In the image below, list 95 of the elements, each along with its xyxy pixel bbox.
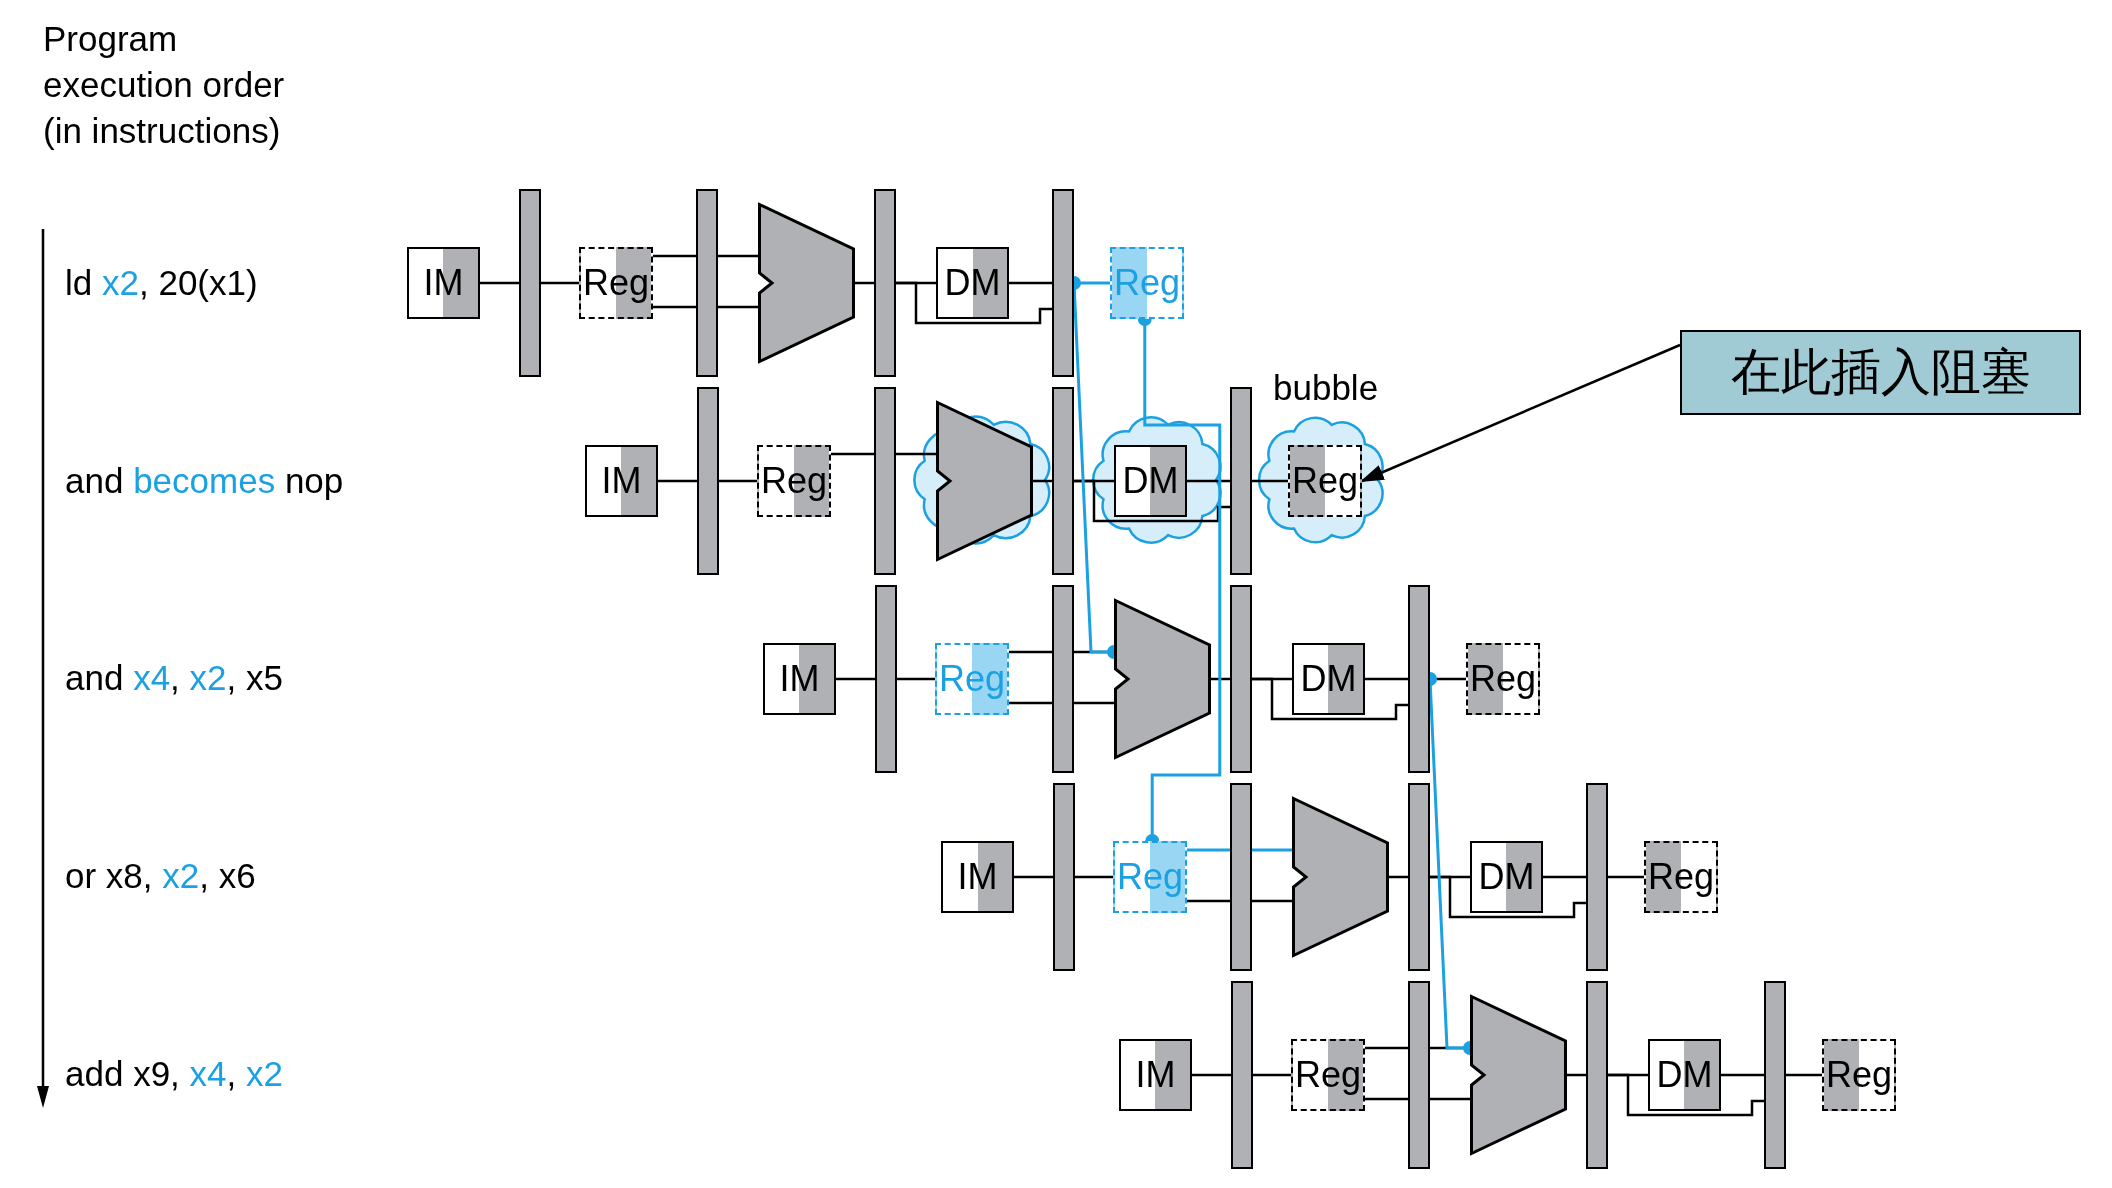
data-memory-box: DM	[936, 247, 1009, 319]
wire	[1389, 875, 1408, 879]
alu-shape	[1114, 599, 1211, 759]
wire	[1786, 1073, 1822, 1077]
pipeline-register-bar	[696, 189, 718, 377]
wire	[1252, 899, 1292, 903]
wire	[896, 452, 936, 456]
pipeline-register-bar	[1231, 981, 1253, 1169]
wire	[1211, 677, 1230, 681]
wire	[1009, 701, 1052, 705]
wire	[1430, 1097, 1470, 1101]
axis-label: Program execution order (in instructions)	[43, 18, 286, 152]
data-memory-box: DM	[1470, 841, 1543, 913]
pipeline-register-bar	[1230, 585, 1252, 773]
wire	[1567, 1073, 1586, 1077]
instruction-label: add x9, x4, x2	[65, 1053, 283, 1095]
wire	[1014, 875, 1053, 879]
wire	[1187, 848, 1230, 852]
pipeline-register-bar	[1586, 783, 1608, 971]
wire	[896, 281, 1052, 325]
instruction-memory-box: IM	[941, 841, 1014, 913]
alu-shape	[758, 203, 855, 363]
pipeline-register-bar	[1053, 783, 1075, 971]
wire	[1365, 1046, 1408, 1050]
wire	[1033, 479, 1052, 483]
instruction-memory-box: IM	[1119, 1039, 1192, 1111]
wire	[897, 677, 935, 681]
alu-shape	[1292, 797, 1389, 957]
wire	[1074, 479, 1230, 523]
wire	[1187, 479, 1230, 483]
wire	[653, 305, 696, 309]
wire	[1075, 875, 1113, 879]
wire	[1009, 650, 1052, 654]
instruction-label: and becomes nop	[65, 460, 344, 502]
wire	[719, 479, 757, 483]
wire	[1365, 1097, 1408, 1101]
pipeline-register-bar	[1230, 387, 1252, 575]
wire	[1608, 1073, 1764, 1117]
wire	[855, 281, 874, 285]
instruction-memory-box: IM	[763, 643, 836, 715]
pipeline-register-bar	[1408, 981, 1430, 1169]
pipeline-register-bar	[874, 189, 896, 377]
pipeline-register-bar	[1052, 189, 1074, 377]
data-memory-box: DM	[1292, 643, 1365, 715]
pipeline-register-bar	[875, 585, 897, 773]
pipeline-register-bar	[1052, 585, 1074, 773]
wire	[1192, 1073, 1231, 1077]
alu-shape	[1470, 995, 1567, 1155]
wire	[653, 254, 696, 258]
data-memory-box: DM	[1114, 445, 1187, 517]
wire	[1608, 875, 1644, 879]
wire	[1721, 1073, 1764, 1077]
data-memory-box: DM	[1648, 1039, 1721, 1111]
wire	[658, 479, 697, 483]
wire	[1074, 701, 1114, 705]
wire	[480, 281, 519, 285]
bubble-label: bubble	[1273, 367, 1379, 409]
register-file-box: Reg	[757, 445, 831, 517]
pipeline-register-bar	[1408, 585, 1430, 773]
wire	[1543, 875, 1586, 879]
pipeline-register-bar	[697, 387, 719, 575]
pipeline-register-bar	[1586, 981, 1608, 1169]
wire	[1252, 848, 1292, 852]
instruction-label: or x8, x2, x6	[65, 855, 256, 897]
wire	[1252, 677, 1408, 721]
wire	[718, 254, 758, 258]
pipeline-register-bar	[1408, 783, 1430, 971]
register-file-box: Reg	[1291, 1039, 1365, 1111]
wire	[1253, 1073, 1291, 1077]
register-file-box: Reg	[1466, 643, 1540, 715]
pipeline-register-bar	[874, 387, 896, 575]
wire	[1430, 875, 1586, 919]
instruction-label: and x4, x2, x5	[65, 657, 283, 699]
instruction-label: ld x2, 20(x1)	[65, 262, 258, 304]
wire	[1365, 677, 1408, 681]
register-file-box: Reg	[579, 247, 653, 319]
callout-box: 在此插入阻塞	[1680, 330, 2081, 415]
register-file-box: Reg	[1644, 841, 1718, 913]
wire	[718, 305, 758, 309]
pipeline-register-bar	[519, 189, 541, 377]
pipeline-register-bar	[1052, 387, 1074, 575]
register-file-box: Reg	[1288, 445, 1362, 517]
wire	[831, 452, 874, 456]
pipeline-register-bar	[1764, 981, 1786, 1169]
instruction-memory-box: IM	[585, 445, 658, 517]
alu-shape	[936, 401, 1033, 561]
wire	[541, 281, 579, 285]
wire	[836, 677, 875, 681]
wire	[1009, 281, 1052, 285]
wire	[1187, 899, 1230, 903]
register-file-box: Reg	[1110, 247, 1184, 319]
wire	[1252, 479, 1288, 483]
pipeline-register-bar	[1230, 783, 1252, 971]
register-file-box: Reg	[1822, 1039, 1896, 1111]
instruction-memory-box: IM	[407, 247, 480, 319]
